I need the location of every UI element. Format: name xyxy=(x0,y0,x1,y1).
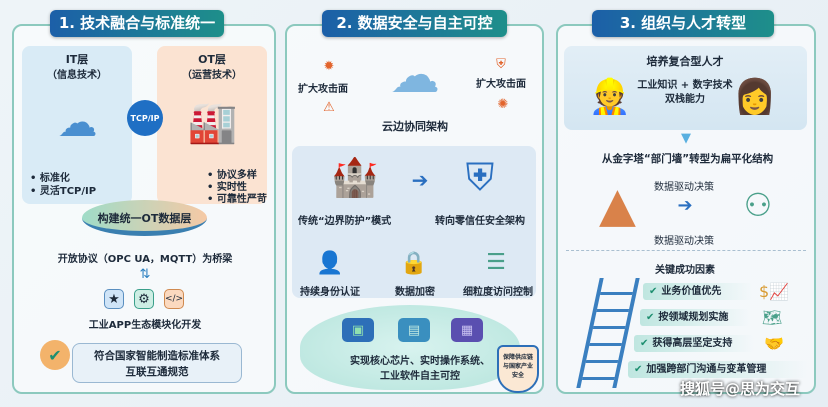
check-icon: ✔ xyxy=(634,364,643,375)
money-growth-icon: $📈 xyxy=(758,281,790,301)
zero-trust-label: 转向零信任安全架构 xyxy=(435,216,525,227)
castle-icon: 🏰 xyxy=(331,155,379,199)
engineer-icon: 👩 xyxy=(733,77,777,117)
server-cloud-icon: ☁ xyxy=(57,99,98,146)
ot-title: OT层 xyxy=(198,53,226,66)
section-1-title: 1. 技术融合与标准统一 xyxy=(50,10,224,37)
data-layer-label: 构建统一OT数据层 xyxy=(97,212,192,225)
shield-check-icon: ⛨ xyxy=(465,154,495,199)
chip-icon: ▣ xyxy=(342,318,374,342)
it-subtitle: （信息技术） xyxy=(47,70,107,81)
software-chip-icon: ▦ xyxy=(451,318,483,342)
standard-box xyxy=(72,343,242,383)
attack-surface-right: 扩大攻击面 xyxy=(476,79,526,90)
virus-icon: ✺ xyxy=(497,96,509,112)
arrow-right-icon: ➔ xyxy=(677,194,693,216)
feature-identity: 持续身份认证 xyxy=(300,287,360,298)
check-icon: ✔ xyxy=(640,338,649,349)
lock-icon: 🔒 xyxy=(400,250,428,276)
map-factory-icon: 🗺 xyxy=(761,307,783,327)
it-bullet: • 灵活TCP/IP xyxy=(30,186,97,197)
sync-arrows-icon: ⇅ xyxy=(139,266,151,282)
ot-layer-box xyxy=(157,46,267,204)
threat-shield-icon: ⛨ xyxy=(496,56,506,72)
bridge-label: 开放协议（OPC UA，MQTT）为桥梁 xyxy=(57,254,233,265)
code-icon: </> xyxy=(164,289,184,309)
skills-line: 双栈能力 xyxy=(665,94,705,105)
worker-icon: 👷 xyxy=(588,77,632,117)
it-title: IT层 xyxy=(65,53,89,66)
autonomy-line: 工业软件自主可控 xyxy=(380,371,460,382)
factor-label: 加强跨部门沟通与变革管理 xyxy=(646,364,767,375)
standard-line: 符合国家智能制造标准体系 xyxy=(94,350,220,362)
decision-top: 数据驱动决策 xyxy=(654,182,714,193)
factor-label: 获得高层坚定支持 xyxy=(652,338,733,349)
structure-title: 从金字塔“部门墙”转型为扁平化结构 xyxy=(601,153,774,165)
app-icon: ★ xyxy=(104,289,124,309)
check-icon: ✔ xyxy=(646,312,655,323)
shield-text: 保障供应链 xyxy=(502,354,533,361)
zero-trust-box xyxy=(292,146,536,298)
pyramid-icon: ▲ xyxy=(599,177,636,233)
arrow-down-icon: ▼ xyxy=(681,130,691,146)
talent-title: 培养复合型人才 xyxy=(646,55,724,68)
feature-encryption: 数据加密 xyxy=(395,287,435,298)
tcpip-badge: TCP/IP xyxy=(127,100,163,136)
identity-icon: 👤 xyxy=(316,250,344,276)
shield-text: 安全 xyxy=(511,372,524,379)
access-control-icon: ☰ xyxy=(486,249,506,275)
factors-title: 关键成功因素 xyxy=(655,265,715,276)
it-layer-box xyxy=(22,46,132,204)
factory-icon: 🏭 xyxy=(187,100,238,146)
factor-item: ✔按领域规划实施 xyxy=(640,309,750,326)
watermark: 搜狐号@思为交互 xyxy=(680,380,801,398)
factor-item: ✔获得高层坚定支持 xyxy=(634,335,754,352)
standard-line: 互联互通规范 xyxy=(125,366,189,378)
network-team-icon: ⚇ xyxy=(743,186,773,224)
factor-label: 业务价值优先 xyxy=(661,286,722,297)
check-icon: ✔ xyxy=(649,286,658,297)
it-bullet: • 标准化 xyxy=(30,173,70,184)
gear-icon: ⚙ xyxy=(134,289,154,309)
cloud-icon: ☁ xyxy=(390,46,440,104)
legacy-label: 传统“边界防护”模式 xyxy=(298,216,392,227)
factor-label: 按领域规划实施 xyxy=(658,312,729,323)
award-medal-icon: ✔ xyxy=(40,340,70,370)
autonomy-line: 实现核心芯片、实时操作系统、 xyxy=(350,356,490,367)
tcpip-label: TCP/IP xyxy=(130,113,160,123)
decision-bottom: 数据驱动决策 xyxy=(654,236,714,247)
data-layer-disk xyxy=(82,200,207,236)
feature-access-control: 细粒度访问控制 xyxy=(463,287,533,298)
handshake-icon: 🤝 xyxy=(764,333,784,353)
attack-surface-left: 扩大攻击面 xyxy=(298,84,348,95)
arrow-right-icon: ➔ xyxy=(411,168,429,192)
factor-item: ✔业务价值优先 xyxy=(643,283,753,300)
threat-icon: ✹ xyxy=(323,58,335,74)
section-2-title: 2. 数据安全与自主可控 xyxy=(322,10,507,37)
shield-text: 与国家产业 xyxy=(502,363,533,370)
cloud-edge-label: 云边协同架构 xyxy=(382,120,448,133)
talent-box xyxy=(564,46,807,130)
skills-line: 工业知识 + 数字技术 xyxy=(637,80,733,91)
ot-subtitle: （运营技术） xyxy=(182,70,242,81)
ot-bullet: • 实时性 xyxy=(207,182,247,193)
supply-chain-shield xyxy=(497,345,539,393)
ot-bullet: • 协议多样 xyxy=(207,170,257,181)
divider xyxy=(566,250,806,251)
warning-icon: ⚠ xyxy=(323,99,335,115)
os-chip-icon: ▤ xyxy=(398,318,430,342)
app-ecosystem-label: 工业APP生态模块化开发 xyxy=(88,320,202,331)
factor-item: ✔加强跨部门沟通与变革管理 xyxy=(628,361,808,378)
section-3-title: 3. 组织与人才转型 xyxy=(592,10,774,37)
ot-bullet: • 可靠性严苛 xyxy=(207,194,267,205)
